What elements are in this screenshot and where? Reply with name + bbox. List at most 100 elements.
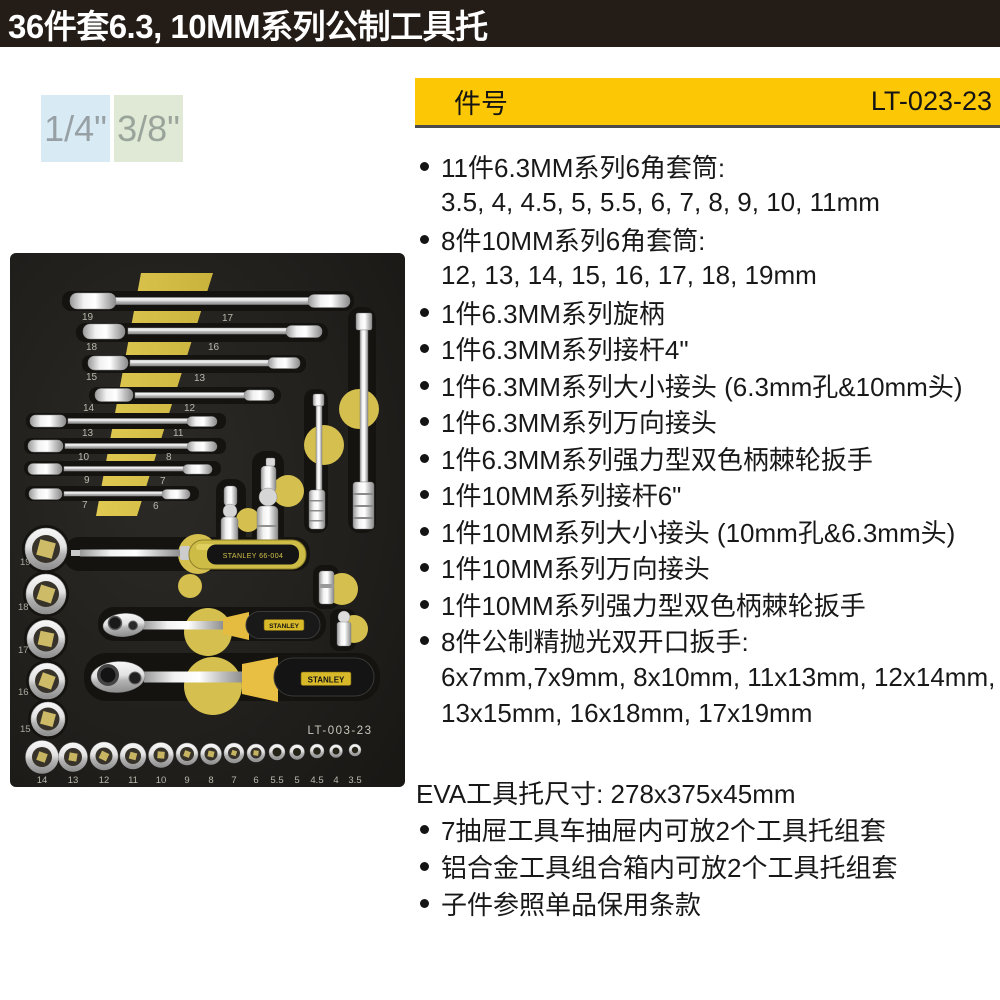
universal-joint-small: [220, 485, 239, 546]
bullet-dot: [420, 636, 429, 646]
ratchet-brand-label: STANLEY: [308, 676, 345, 685]
wrench-7x9: [27, 463, 213, 475]
bullet-dot: [420, 599, 429, 609]
socket-5-5: [268, 743, 286, 761]
spec-item: 6x7mm,7x9mm, 8x10mm, 11x13mm, 12x14mm,: [441, 661, 996, 692]
socket-label: 13: [68, 775, 79, 786]
adapter-10-to-6: [336, 610, 352, 647]
wrench-8x10: [27, 439, 218, 453]
extension-bar-4in: [308, 393, 326, 530]
spec-item: 1件6.3MM系列旋柄: [415, 294, 1000, 331]
footer-note: 7抽屉工具车抽屉内可放2个工具托组套: [415, 811, 1000, 848]
wrench-13x15: [87, 355, 301, 371]
page-title-bar: 36件套6.3, 10MM系列公制工具托: [0, 0, 1000, 47]
wrench-11x13: [29, 414, 218, 428]
wrench-label: 8: [166, 452, 172, 463]
socket-label: 17: [18, 645, 29, 656]
footer-info: EVA工具托尺寸: 278x375x45mm 7抽屉工具车抽屉内可放2个工具托组…: [415, 774, 1000, 922]
bullet-dot: [420, 526, 429, 536]
bullet-dot: [420, 862, 429, 871]
spec-item: 1件6.3MM系列万向接头: [415, 404, 1000, 441]
spec-item: 1件10MM系列万向接头: [415, 550, 1000, 587]
tray-model-label: LT-003-23: [307, 725, 372, 737]
socket-9: [175, 742, 199, 766]
wrench-label: 17: [222, 313, 234, 324]
socket-12: [89, 741, 119, 771]
bullet-dot: [420, 453, 429, 463]
socket-17: [26, 619, 66, 659]
wrench-16x18: [82, 323, 323, 340]
socket-16: [28, 662, 66, 700]
wrench-label: 13: [194, 373, 206, 384]
wrench-label: 9: [84, 475, 90, 486]
spec-item: 12, 13, 14, 15, 16, 17, 18, 19mm: [441, 260, 817, 291]
bullet-dot: [420, 161, 429, 171]
socket-11: [119, 742, 147, 770]
bullet-dot: [420, 234, 429, 244]
socket-label: 3.5: [348, 775, 361, 786]
spinner-screwdriver: STANLEY 66-004: [71, 539, 307, 570]
socket-15: [30, 701, 66, 737]
socket-label: 4.5: [310, 775, 323, 786]
wrench-label: 15: [86, 372, 98, 383]
tray-photo-svg: 19 17 18 16 15 13 14 12 13 11 10 8 9 7 7…: [10, 253, 405, 787]
wrench-17x19: [69, 292, 351, 310]
socket-5: [289, 744, 305, 760]
wrench-label: 10: [78, 452, 90, 463]
socket-label: 10: [156, 775, 167, 786]
wrench-label: 6: [153, 501, 159, 512]
part-number-value: LT-023-23: [870, 86, 992, 116]
part-number-bar: 件号 LT-023-23: [415, 78, 1000, 128]
wrench-label: 7: [82, 500, 88, 511]
socket-label: 5.5: [270, 775, 283, 786]
socket-10: [148, 742, 174, 768]
socket-label: 6: [253, 775, 258, 786]
socket-label: 19: [20, 557, 31, 568]
socket-label: 16: [18, 687, 29, 698]
socket-6: [246, 743, 266, 763]
ratchet-brand-label: STANLEY: [269, 623, 300, 630]
spec-item: 8件公制精抛光双开口扳手:: [415, 623, 1000, 660]
socket-label: 8: [208, 775, 213, 786]
bullet-dot: [420, 563, 429, 573]
universal-joint-large: [256, 457, 279, 549]
bullet-dot: [420, 490, 429, 500]
wrench-12x14: [94, 388, 275, 402]
bullet-dot: [420, 899, 429, 908]
spec-item: 1件10MM系列大小接头 (10mm孔&6.3mm头): [415, 513, 1000, 550]
bullet-dot: [420, 417, 429, 427]
wrench-label: 14: [83, 403, 95, 414]
footer-note: 子件参照单品保用条款: [415, 885, 1000, 922]
tray-photo: 19 17 18 16 15 13 14 12 13 11 10 8 9 7 7…: [10, 253, 405, 787]
socket-19: [24, 527, 68, 571]
socket-7: [223, 742, 245, 764]
socket-label: 9: [184, 775, 189, 786]
socket-label: 11: [128, 775, 138, 786]
spec-item: 1件10MM系列接杆6": [415, 477, 1000, 514]
drive-badge-three-eighth-inch: 3/8": [114, 95, 183, 162]
part-number-label: 件号: [454, 89, 508, 119]
tray-size-line: EVA工具托尺寸: 278x375x45mm: [416, 779, 796, 809]
socket-3-5: [348, 743, 362, 757]
socket-13: [58, 742, 88, 772]
wrench-label: 18: [86, 342, 98, 353]
bullet-dot: [420, 344, 429, 354]
ratchet-10mm: STANLEY: [90, 657, 375, 702]
adapter-6-to-10: [318, 570, 335, 605]
socket-4-5: [309, 743, 325, 759]
spec-item: 1件6.3MM系列接杆4": [415, 331, 1000, 368]
open-end-wrenches: [27, 292, 351, 500]
spec-item: 1件6.3MM系列大小接头 (6.3mm孔&10mm头): [415, 367, 1000, 404]
screwdriver-label: STANLEY 66-004: [223, 553, 284, 560]
spec-list: 11件6.3MM系列6角套筒: 3.5, 4, 4.5, 5, 5.5, 6, …: [415, 148, 1000, 732]
spec-item: 11件6.3MM系列6角套筒:: [415, 148, 1000, 185]
badge-label: 3/8": [117, 107, 180, 149]
wrench-label: 13: [82, 428, 94, 439]
spec-item: 1件6.3MM系列强力型双色柄棘轮扳手: [415, 440, 1000, 477]
socket-4: [329, 744, 343, 758]
bullet-dot: [420, 825, 429, 834]
socket-14: [25, 740, 59, 774]
socket-8: [200, 743, 222, 765]
socket-label: 4: [333, 775, 338, 786]
socket-label: 12: [99, 775, 110, 786]
